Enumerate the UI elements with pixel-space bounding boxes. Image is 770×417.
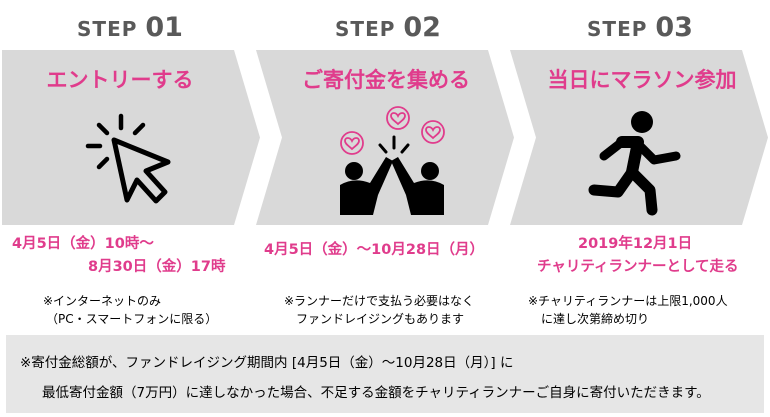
step-1-title: エントリーする [46,68,194,92]
step-2-date: 4月5日（金）～10月28日（月） [264,242,485,258]
step-1-note-line-1: ※インターネットのみ [43,294,162,308]
step-label: STEP [335,17,396,41]
footer-notice: ※寄付金総額が、ファンドレイジング期間内 [4月5日（金）～10月28日（月）]… [6,335,764,413]
cursor-click-icon [80,110,190,210]
high-five-hearts-icon [332,103,452,215]
step-label: STEP [587,17,648,41]
step-1-date-line-2: 8月30日（金）17時 [88,259,226,275]
step-2-note-line-1: ※ランナーだけで支払う必要はなく [284,294,475,308]
footer-line-2: 最低寄付金額（7万円）に達しなかった場合、不足する金額をチャリティランナーご自身… [42,385,710,401]
step-label: STEP [77,17,138,41]
step-number: 01 [145,12,183,43]
step-number: 02 [403,12,441,43]
step-3-date-line-2: チャリティランナーとして走る [537,259,739,275]
step-number: 03 [655,12,693,43]
step-2-title: ご寄付金を集める [302,68,470,92]
step-1-header: STEP 01 [35,12,225,48]
step-3-date-line-1: 2019年12月1日 [578,236,693,252]
step-2-note-line-2: ファンドレイジングもあります [296,312,465,326]
runner-icon [582,108,692,216]
step-2-header: STEP 02 [293,12,483,48]
step-1-date-line-1: 4月5日（金）10時～ [12,236,154,252]
step-3-title: 当日にマラソン参加 [547,68,737,92]
step-2-chevron [256,50,514,225]
step-3-note-line-2: に達し次第締め切り [541,312,650,326]
step-3-note-line-1: ※チャリティランナーは上限1,000人 [528,294,728,308]
step-3-header: STEP 03 [545,12,735,48]
footer-line-1: ※寄付金総額が、ファンドレイジング期間内 [4月5日（金）～10月28日（月）]… [20,355,514,371]
step-1-note-line-2: （PC・スマートフォンに限る） [46,312,218,326]
